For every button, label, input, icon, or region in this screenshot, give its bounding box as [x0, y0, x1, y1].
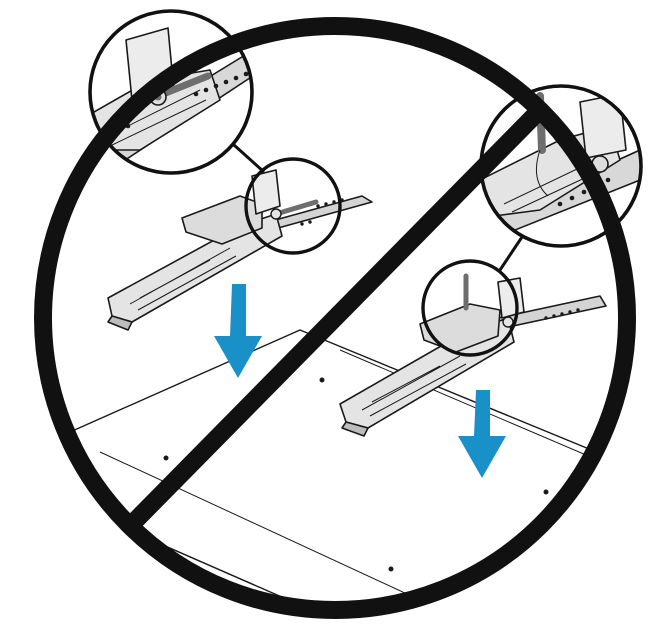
mounting-hole: [543, 489, 549, 495]
mounting-hole: [388, 566, 394, 572]
mounting-hole: [319, 377, 325, 383]
detail-ring: [244, 157, 342, 255]
bracket-side: [107, 315, 133, 331]
callout-leader: [498, 233, 526, 271]
lever: [273, 199, 319, 217]
arrow-down-icon: [214, 284, 262, 378]
pivot: [270, 208, 282, 220]
pivot: [502, 316, 514, 328]
arrow-down-icon: [458, 390, 506, 478]
left-bracket-assembly: [107, 134, 373, 331]
clip-block: [181, 195, 263, 245]
surface-top: [59, 329, 632, 615]
mounting-hole: [163, 455, 169, 461]
prohibition-icon: [34, 17, 636, 619]
right-bracket-assembly: [339, 233, 607, 437]
detail-ring: [421, 259, 519, 357]
mounting-surface: [50, 329, 632, 615]
bracket-side: [341, 421, 369, 437]
clip-block: [419, 303, 501, 353]
right-detail-zoom: [479, 84, 643, 248]
clip-tab: [251, 169, 281, 215]
